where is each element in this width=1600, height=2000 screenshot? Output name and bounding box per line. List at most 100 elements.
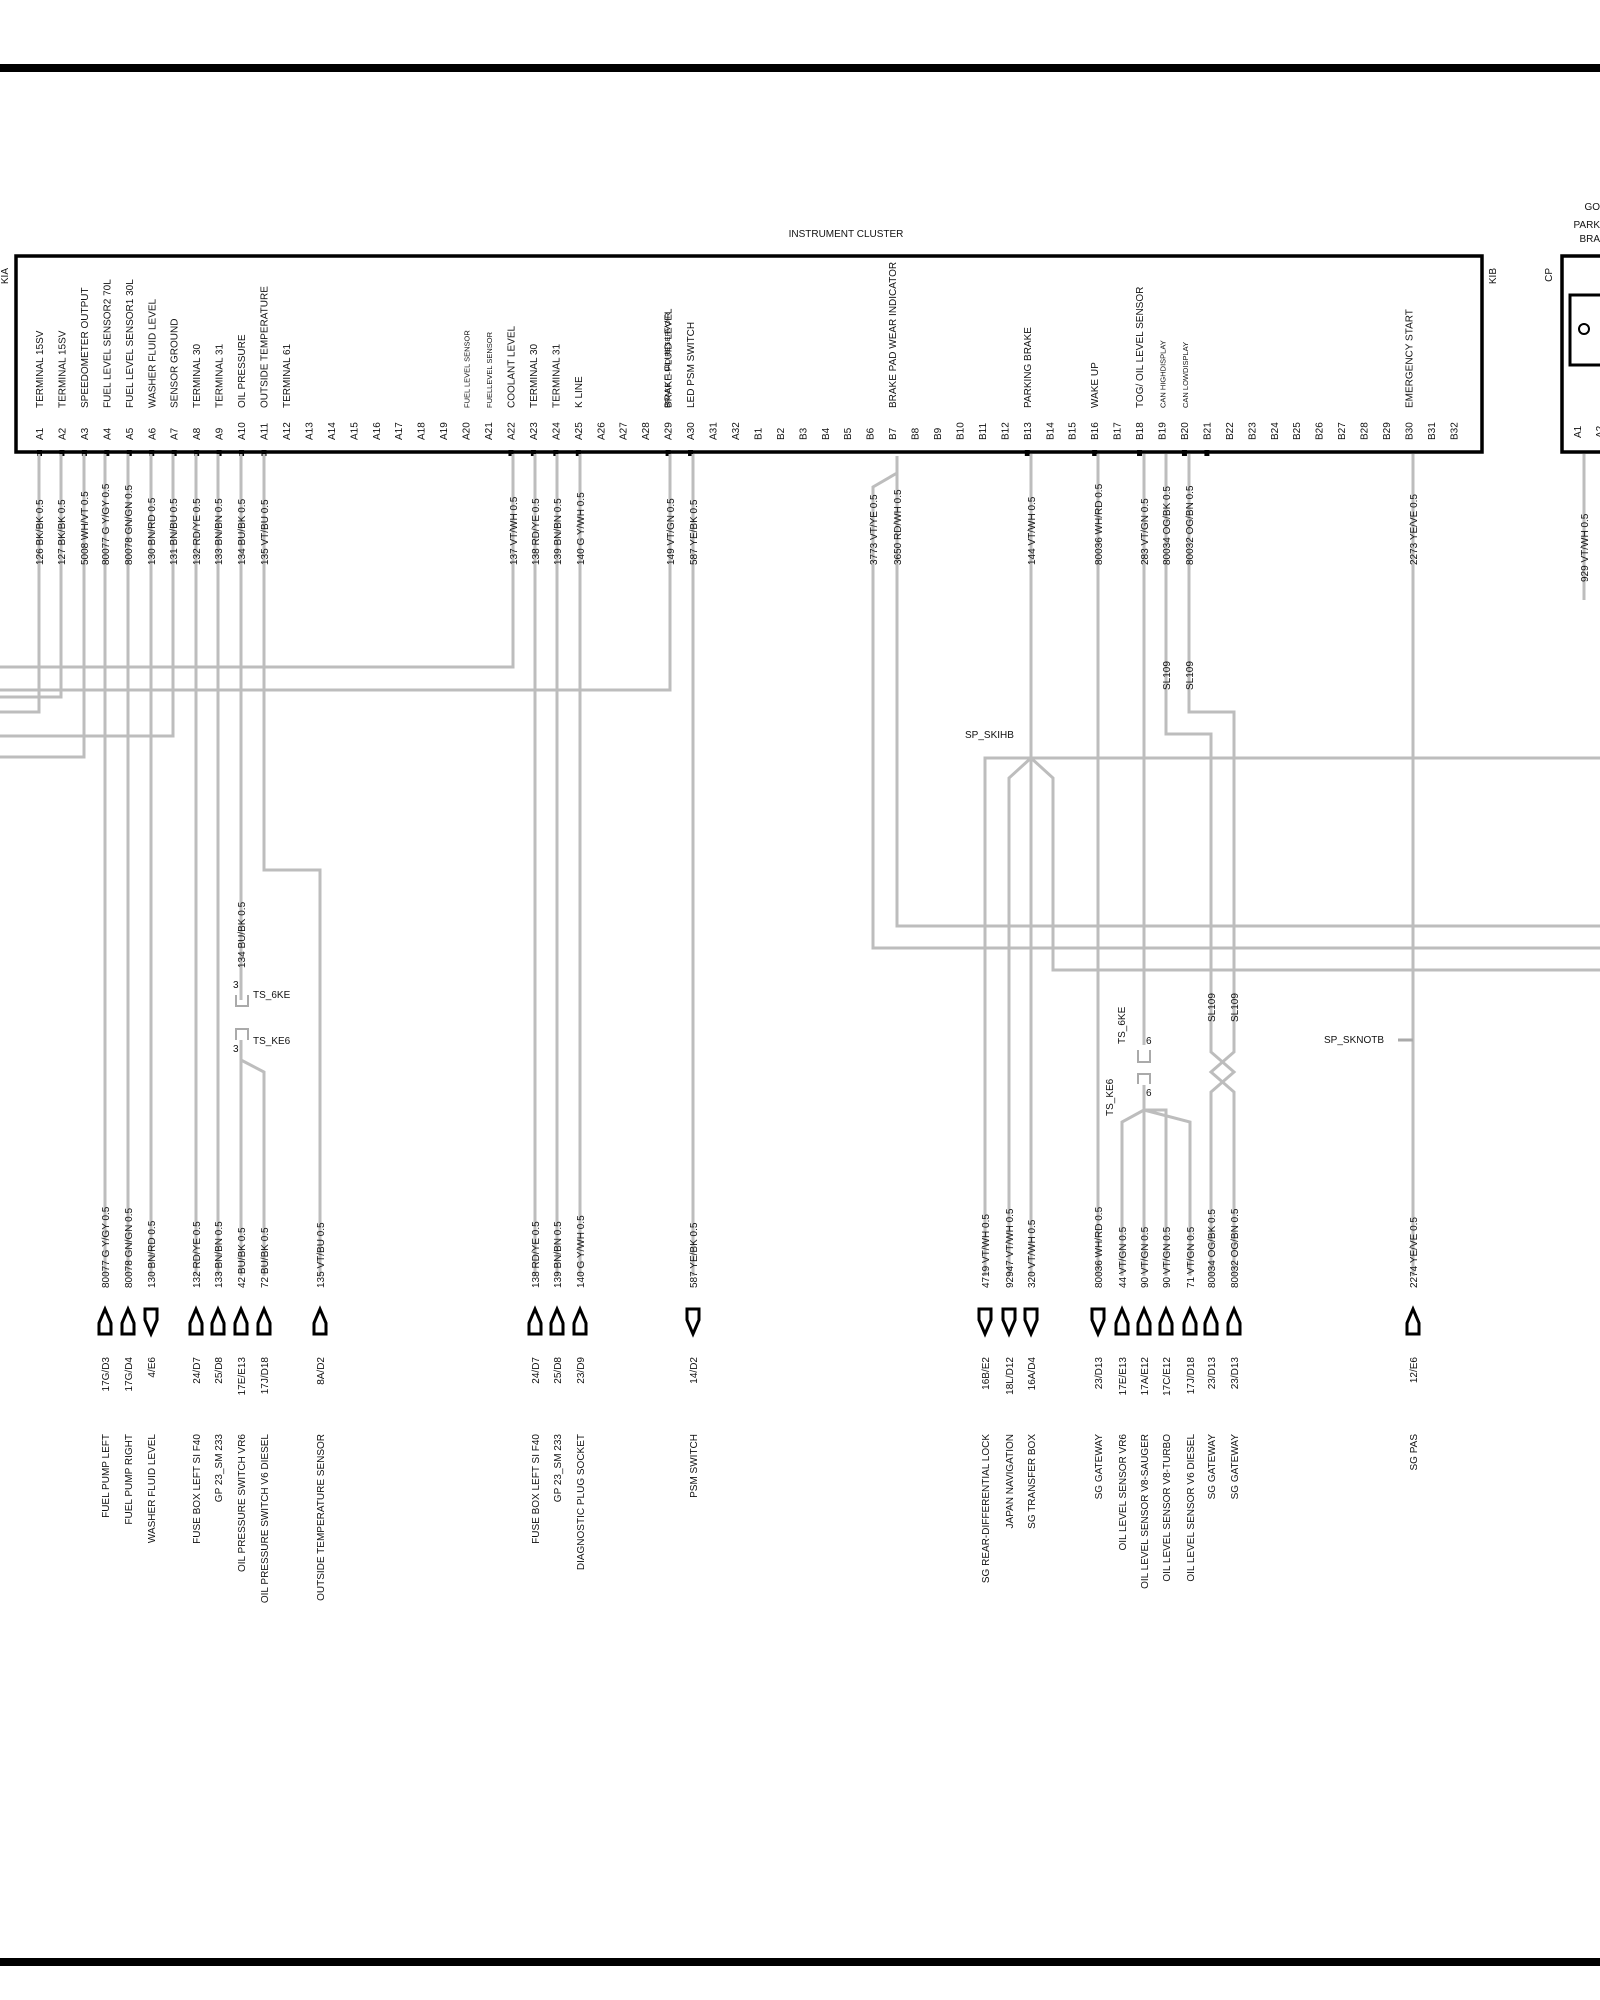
pin6-b: 6 [1146, 1088, 1152, 1099]
top-wire-label: 149 VT/GN 0.5 [666, 498, 677, 565]
pin-id-b11: B11 [978, 423, 989, 440]
right-header-2: PARK [1574, 220, 1600, 231]
dest-code: 23/D13 [1230, 1357, 1241, 1390]
dest-name: FUSE BOX LEFT SI F40 [192, 1434, 203, 1544]
pin-id-a1: A1 [35, 427, 46, 440]
pin-id-b8: B8 [911, 427, 922, 440]
pin-id-b30: B30 [1404, 422, 1415, 440]
dest-name: GP 23_SM 233 [553, 1434, 564, 1503]
pin-label-a8: TERMINAL 30 [192, 343, 203, 408]
dest-code: 8A/D2 [316, 1357, 327, 1385]
dest-name: FUEL PUMP RIGHT [124, 1434, 135, 1525]
pin-stub [530, 450, 536, 456]
pin-label-a23: TERMINAL 30 [529, 343, 540, 408]
pin-id-b3: B3 [798, 427, 809, 440]
dest-code: 17C/E12 [1162, 1357, 1173, 1396]
wire-route-b13-l2 [1007, 756, 1033, 1276]
right-pin-a2: A2 [1595, 425, 1600, 438]
dest-code: 17J/D18 [1186, 1357, 1197, 1395]
pin-stub [508, 450, 514, 456]
top-wire-label: 2273 YE/VE 0.5 [1409, 494, 1420, 565]
pin-id-b6: B6 [866, 427, 877, 440]
pin-id-b7: B7 [888, 427, 899, 440]
pin-id-b14: B14 [1045, 422, 1056, 440]
dest-code: 16B/E2 [981, 1357, 992, 1390]
connector-arrow-icon [143, 1307, 159, 1338]
pin-id-b5: B5 [843, 427, 854, 440]
splice-sl109-b: SL109 [1185, 661, 1196, 690]
bottom-wire-label: 92947 VT/WH 0.5 [1005, 1208, 1016, 1288]
pin-label-a30: LED PSM SWITCH [686, 322, 697, 408]
connector-arrow-icon [549, 1305, 565, 1336]
pin-id-b12: B12 [1000, 422, 1011, 440]
top-wire-label: 587 YE/BK 0.5 [689, 499, 700, 565]
pin6-a: 6 [1146, 1036, 1152, 1047]
pin-label-a9: TERMINAL 31 [215, 343, 226, 408]
pin-label-b18: TOG/ OIL LEVEL SENSOR [1135, 287, 1146, 408]
connector-arrow-icon [685, 1307, 701, 1338]
dest-code: 16A/D4 [1027, 1357, 1038, 1391]
bottom-wire-label: 135 VT/BU 0.5 [316, 1222, 327, 1288]
splice-sp-sknotb: SP_SKNOTB [1324, 1035, 1384, 1046]
pin-id-a25: A25 [574, 422, 585, 440]
pin-id-b31: B31 [1427, 422, 1438, 440]
dest-name: FUEL PUMP LEFT [101, 1434, 112, 1518]
pin-id-a28: A28 [641, 422, 652, 440]
top-wire-label: 140 G Y/WH 0.5 [576, 492, 587, 565]
pin-stub [1092, 450, 1098, 456]
connector-arrow-icon [1136, 1305, 1152, 1336]
pin-id-b16: B16 [1090, 422, 1101, 440]
ts-ke6-left: TS_KE6 [253, 1036, 291, 1047]
pin-id-b32: B32 [1449, 422, 1460, 440]
dest-code: 18L/D12 [1005, 1357, 1016, 1395]
bottom-wire-label: 80032 OG/BN 0.5 [1230, 1208, 1241, 1288]
connector-kia: KIA [0, 268, 11, 284]
dest-code: 12/E6 [1409, 1357, 1420, 1384]
pin-stub [575, 450, 581, 456]
ts-6ke-right: TS_6KE [1117, 1006, 1128, 1044]
pin-id-b27: B27 [1337, 422, 1348, 440]
dest-name: JAPAN NAVIGATION [1005, 1434, 1016, 1528]
wire-route-b18-l4 [1143, 1108, 1192, 1276]
pin-id-b17: B17 [1113, 422, 1124, 440]
connector-arrow-icon [977, 1307, 993, 1338]
dest-name: OUTSIDE TEMPERATURE SENSOR [316, 1434, 327, 1601]
top-wire-label: 126 BK/BK 0.5 [35, 499, 46, 565]
dest-code: 24/D7 [192, 1357, 203, 1384]
pin-label-a1: TERMINAL 15SV [35, 330, 46, 408]
top-wire-label: 3773 VT/YE 0.5 [869, 494, 880, 565]
pin-stub [1137, 450, 1143, 456]
pin-label-b30: EMERGENCY START [1404, 309, 1415, 408]
dest-name: DIAGNOSTIC PLUG SOCKET [576, 1434, 587, 1570]
dest-code: 4/E6 [147, 1357, 158, 1378]
pin-stub [149, 450, 155, 456]
pin-id-a12: A12 [282, 422, 293, 440]
dest-code: 17A/E12 [1140, 1357, 1151, 1396]
pin-id-a10: A10 [237, 422, 248, 440]
dest-name: SG GATEWAY [1230, 1434, 1241, 1500]
switch-icon [1578, 323, 1590, 335]
pin-id-a20: A20 [462, 422, 473, 440]
top-wire-label: 137 VT/WH 0.5 [509, 496, 520, 565]
pin-id-b4: B4 [821, 427, 832, 440]
pin-id-b2: B2 [776, 427, 787, 440]
pin-label-b16: WAKE UP [1090, 362, 1101, 408]
pin-id-a8: A8 [192, 427, 203, 440]
top-wire-label: 5008 WH/VT 0.5 [80, 491, 91, 565]
top-border [0, 64, 1600, 72]
connector-arrow-icon [1182, 1305, 1198, 1336]
pin-label-a29: BRAKE FLUID LEVEL [664, 308, 675, 408]
pin-id-a23: A23 [529, 422, 540, 440]
top-wire-label: 283 VT/GN 0.5 [1140, 498, 1151, 565]
connector-arrow-icon [1001, 1307, 1017, 1338]
wire-route-a1 [0, 454, 41, 714]
bottom-wire-label: 90 VT/GN 0.5 [1140, 1226, 1151, 1288]
top-wire-label: 139 BN/BN 0.5 [553, 498, 564, 565]
pin-id-a2: A2 [57, 427, 68, 440]
top-wire-label: 3650 RD/WH 0.5 [893, 489, 904, 565]
top-wire-label: 130 BN/RD 0.5 [147, 497, 158, 565]
pin-label-b13: PARKING BRAKE [1023, 327, 1034, 408]
pin-id-b15: B15 [1068, 422, 1079, 440]
cluster-title: INSTRUMENT CLUSTER [789, 229, 904, 240]
